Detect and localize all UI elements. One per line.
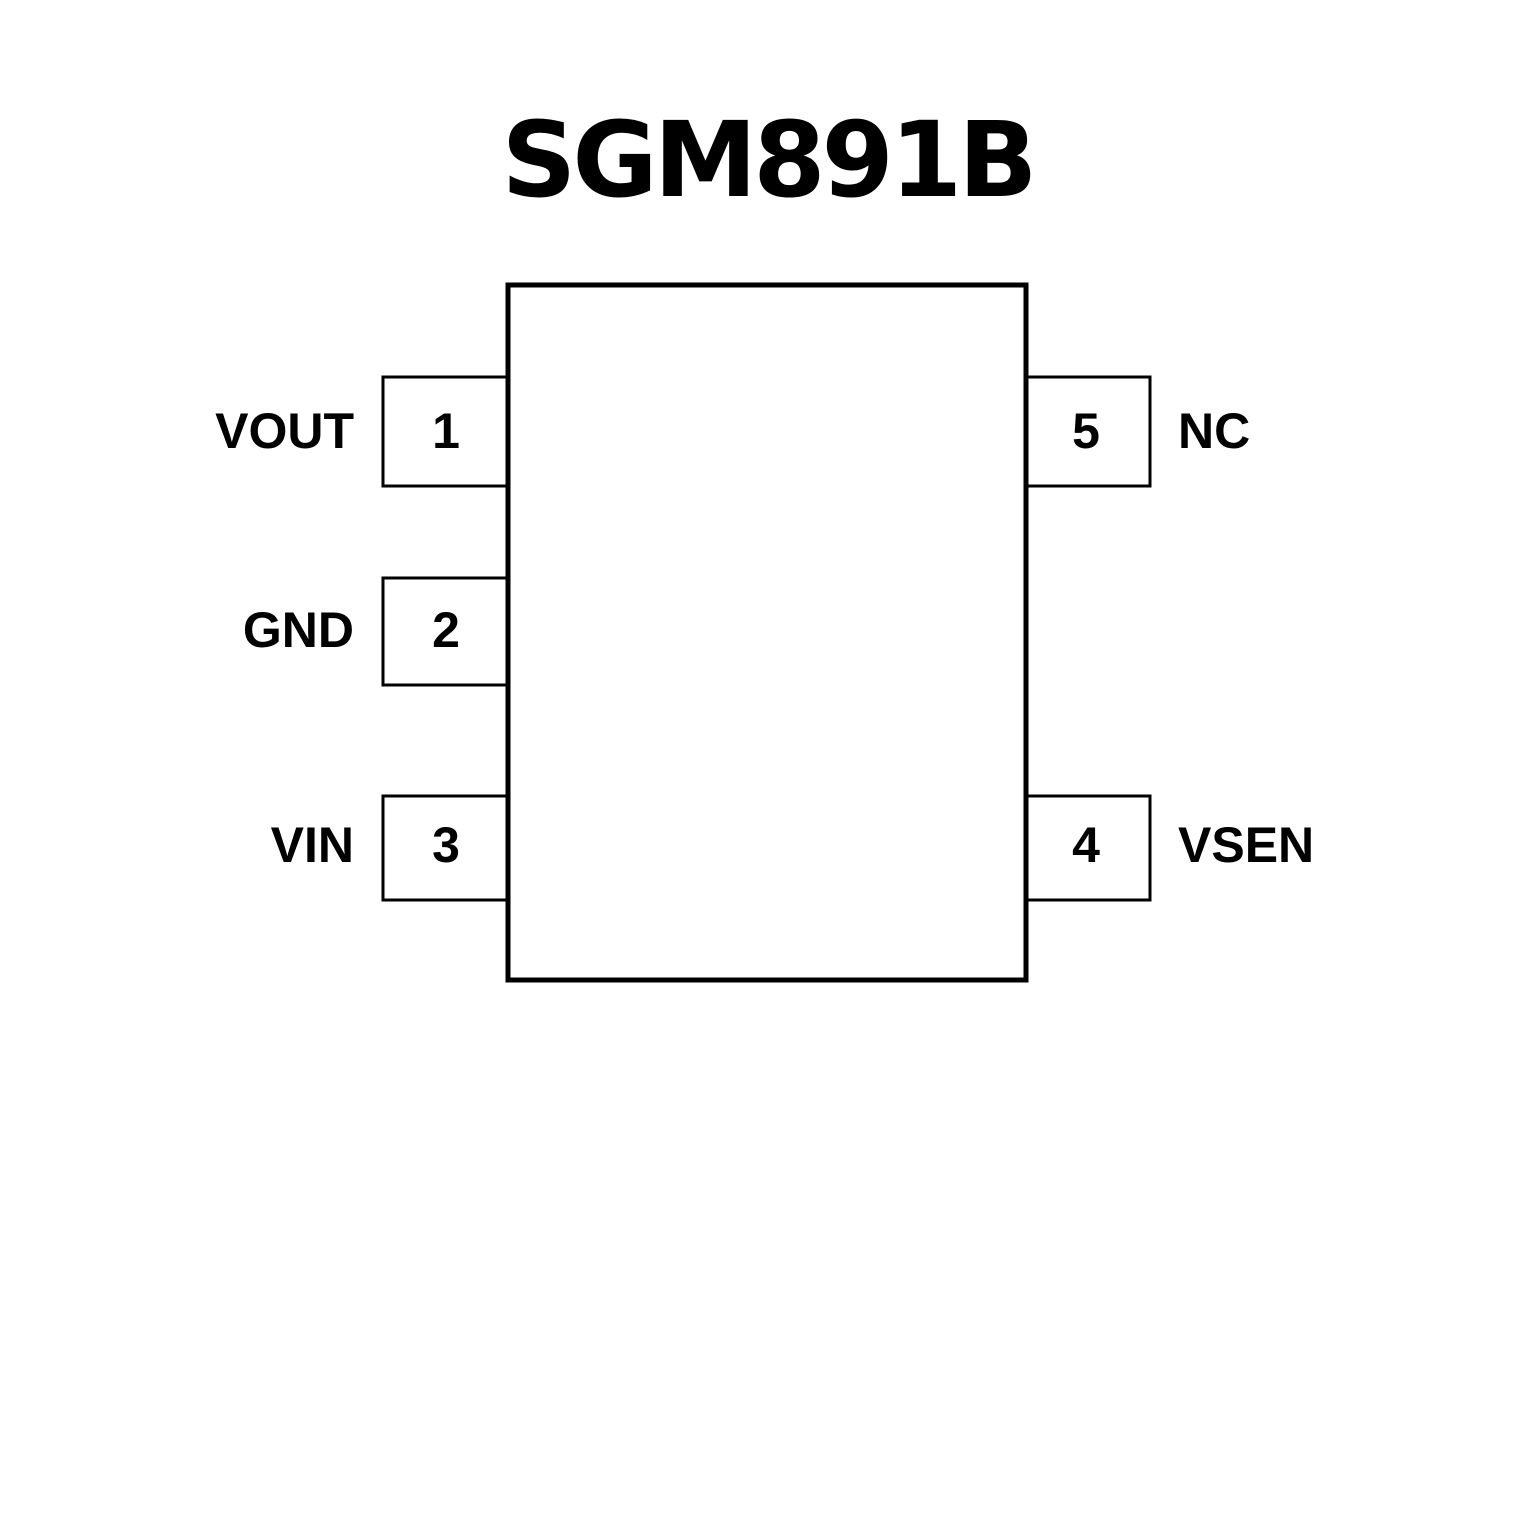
pin-1-box [381,375,510,488]
chip-title: SGM891B [501,99,1037,221]
pin-2-name: GND [243,602,354,658]
pin-5-box [1024,375,1152,488]
pin-4-number: 4 [1072,817,1100,873]
pin-1-number: 1 [432,403,460,459]
pin-5-name: NC [1178,403,1250,459]
pin-4-name: VSEN [1178,817,1314,873]
pin-3-box [381,794,510,902]
pin-5-number: 5 [1072,403,1100,459]
pin-4-box [1024,794,1152,902]
pin-3-name: VIN [271,817,354,873]
pin-2-number: 2 [432,602,460,658]
pin-2-box [381,576,510,687]
pin-1-name: VOUT [215,403,354,459]
chip-body [505,282,1029,983]
pin-3-number: 3 [432,817,460,873]
